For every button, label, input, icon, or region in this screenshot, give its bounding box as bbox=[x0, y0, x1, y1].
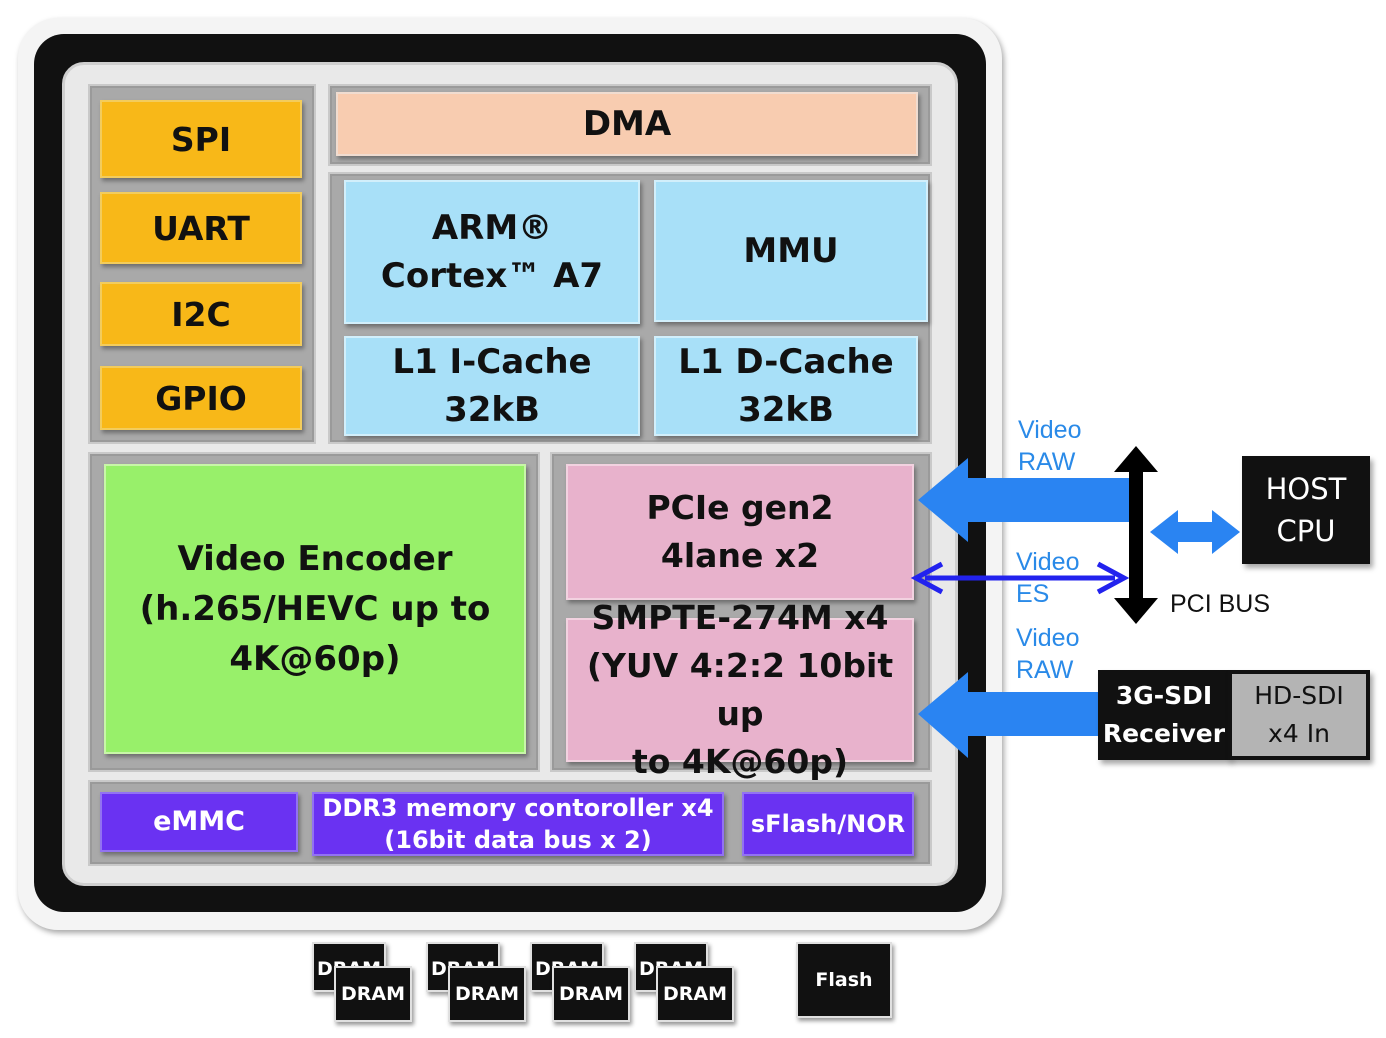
video-es-label: Video ES bbox=[1016, 548, 1080, 608]
video-es-arrow-right bbox=[1096, 561, 1130, 595]
cpu-label: ARM® Cortex™ A7 bbox=[380, 208, 604, 296]
mmu-label: MMU bbox=[743, 231, 839, 271]
emmc-label: eMMC bbox=[153, 806, 245, 837]
pci-bus-line bbox=[1129, 468, 1143, 604]
dram-chip-label: DRAM bbox=[662, 983, 727, 1005]
spi-label: SPI bbox=[170, 119, 232, 159]
video-es-arrow-left bbox=[910, 561, 944, 595]
gpio-block: GPIO bbox=[100, 366, 302, 430]
flash-chip: Flash bbox=[796, 942, 892, 1018]
ddr3-label: DDR3 memory contoroller x4 (16bit data b… bbox=[322, 794, 714, 854]
dram-chip-label: DRAM bbox=[340, 983, 405, 1005]
dma-block: DMA bbox=[336, 92, 918, 156]
i2c-label: I2C bbox=[171, 294, 231, 334]
dcache-block: L1 D-Cache 32kB bbox=[654, 336, 918, 436]
smpte-block: SMPTE-274M x4 (YUV 4:2:2 10bit up to 4K@… bbox=[566, 598, 914, 781]
hd-sdi-label: HD-SDI x4 In bbox=[1254, 681, 1344, 748]
emmc-block: eMMC bbox=[100, 792, 298, 852]
icache-label: L1 I-Cache 32kB bbox=[392, 342, 592, 430]
flash-chip-label: Flash bbox=[815, 969, 873, 991]
arm-cortex-block: ARM® Cortex™ A7 bbox=[344, 180, 640, 324]
pcie-block: PCIe gen2 4lane x2 bbox=[566, 464, 914, 600]
video-encoder-block: Video Encoder (h.265/HEVC up to 4K@60p) bbox=[104, 464, 526, 754]
sflash-label: sFlash/NOR bbox=[750, 810, 906, 838]
pcie-label: PCIe gen2 4lane x2 bbox=[646, 488, 834, 575]
host-cpu-box: HOST CPU bbox=[1242, 456, 1370, 564]
dram-chip: DRAM bbox=[334, 966, 412, 1022]
dram-chip: DRAM bbox=[656, 966, 734, 1022]
hd-sdi-input-box: HD-SDI x4 In bbox=[1228, 670, 1370, 760]
sdi-receiver-label: 3G-SDI Receiver bbox=[1102, 681, 1226, 748]
pci-bus-label: PCI BUS bbox=[1170, 590, 1271, 618]
dma-label: DMA bbox=[582, 104, 672, 144]
uart-block: UART bbox=[100, 192, 302, 264]
dram-chip: DRAM bbox=[552, 966, 630, 1022]
i2c-block: I2C bbox=[100, 282, 302, 346]
pci-bus-arrow-down bbox=[1114, 598, 1158, 624]
video-raw-label-bottom: Video RAW bbox=[1016, 624, 1080, 684]
smpte-label: SMPTE-274M x4 (YUV 4:2:2 10bit up to 4K@… bbox=[586, 598, 894, 781]
ddr3-controller-block: DDR3 memory contoroller x4 (16bit data b… bbox=[312, 792, 724, 856]
icache-block: L1 I-Cache 32kB bbox=[344, 336, 640, 436]
sflash-block: sFlash/NOR bbox=[742, 792, 914, 856]
host-cpu-label: HOST CPU bbox=[1265, 472, 1347, 548]
dram-chip-label: DRAM bbox=[454, 983, 519, 1005]
spi-block: SPI bbox=[100, 100, 302, 178]
uart-label: UART bbox=[152, 208, 250, 248]
gpio-label: GPIO bbox=[155, 378, 247, 418]
video-raw-label-top: Video RAW bbox=[1018, 416, 1082, 476]
pci-bus-arrow-up bbox=[1114, 446, 1158, 472]
host-cpu-arrow bbox=[1150, 510, 1240, 554]
encoder-label: Video Encoder (h.265/HEVC up to 4K@60p) bbox=[139, 539, 491, 679]
video-raw-arrow-bottom bbox=[918, 672, 1100, 758]
dcache-label: L1 D-Cache 32kB bbox=[678, 342, 894, 430]
video-raw-arrow-top bbox=[918, 458, 1130, 542]
dram-chip: DRAM bbox=[448, 966, 526, 1022]
dram-chip-label: DRAM bbox=[558, 983, 623, 1005]
sdi-receiver-box: 3G-SDI Receiver bbox=[1098, 670, 1230, 760]
mmu-block: MMU bbox=[654, 180, 928, 322]
